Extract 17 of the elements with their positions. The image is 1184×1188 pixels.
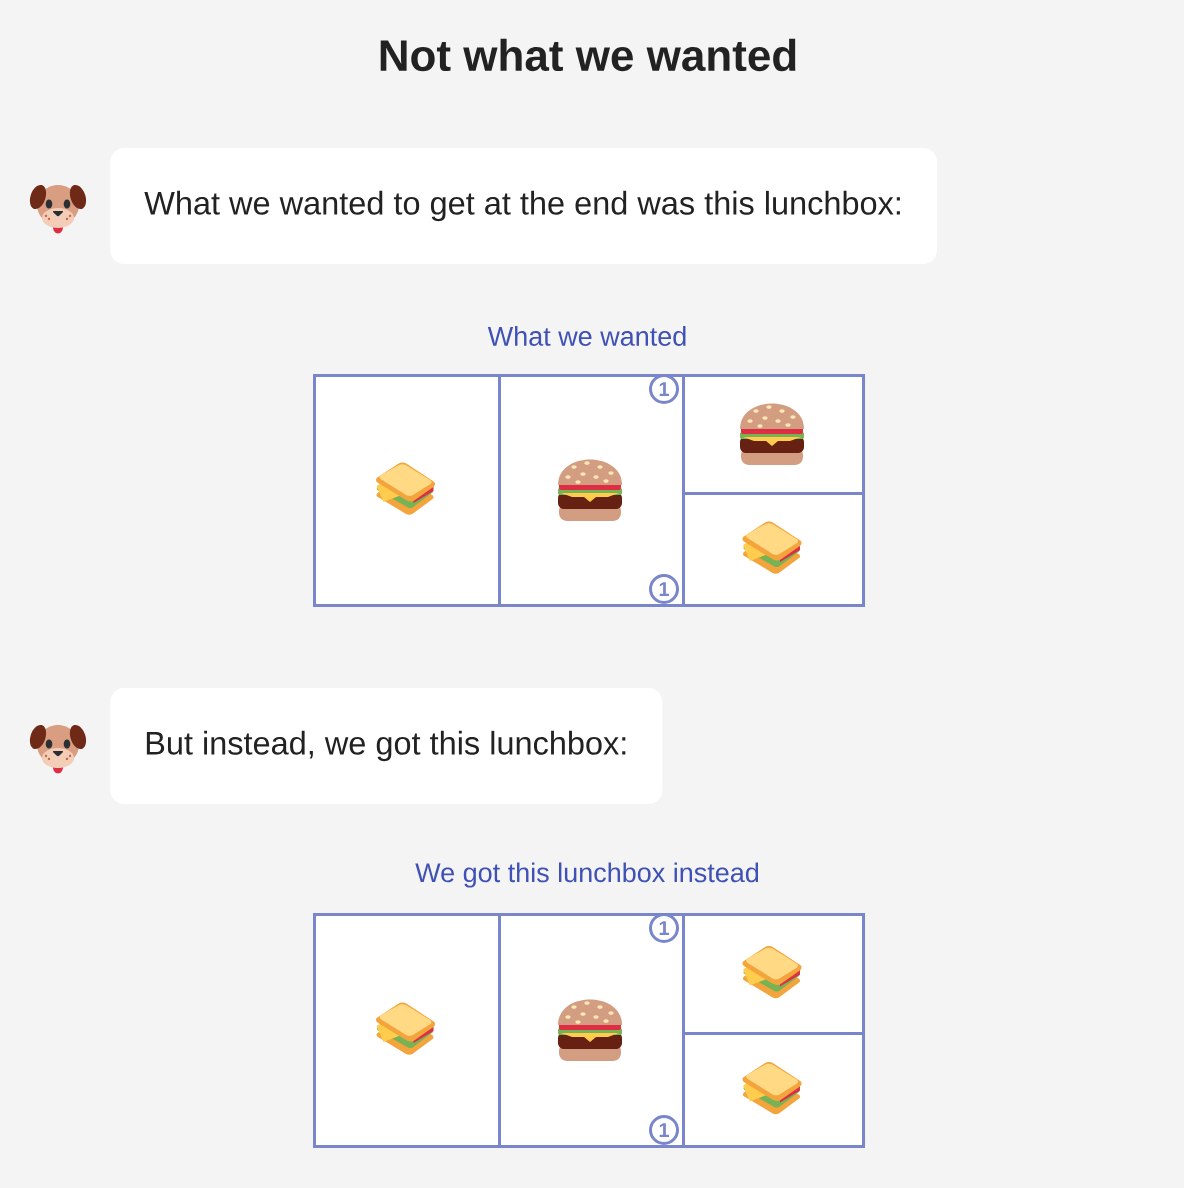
sandwich-icon (742, 946, 802, 999)
sandwich-icon (742, 521, 802, 574)
speech-bubble: But instead, we got this lunchbox: (110, 688, 663, 804)
grid-cell (313, 374, 501, 607)
speech-bubble: What we wanted to get at the end was this lunchbox: (110, 148, 937, 264)
sandwich-icon (742, 1062, 802, 1115)
sandwich-icon (375, 1002, 436, 1055)
sandwich-icon (375, 462, 436, 515)
grid-heading: We got this lunchbox instead (415, 862, 759, 888)
burger-icon (740, 403, 804, 465)
grid-cell (682, 1032, 865, 1148)
grid-cell (313, 913, 501, 1148)
title: Not what we wanted (380, 38, 796, 72)
burger-icon (558, 999, 622, 1061)
grid-heading: What we wanted (487, 326, 686, 346)
burger-icon (558, 459, 622, 521)
grid-cell (682, 492, 865, 607)
